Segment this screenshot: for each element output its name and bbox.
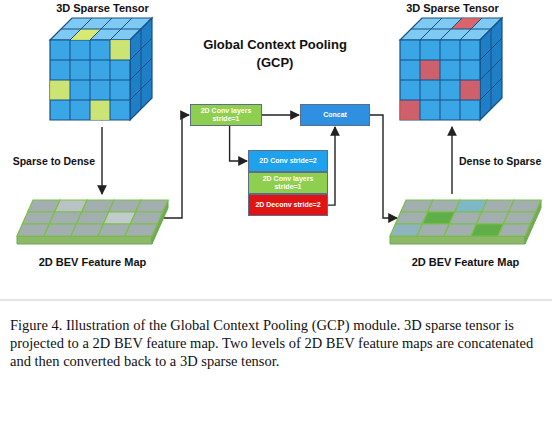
caption-rule <box>0 300 552 301</box>
bev-cell <box>509 200 541 212</box>
bev-feature-map: 2D BEV Feature Map <box>15 196 170 268</box>
figure-caption: Figure 4. Illustration of the Global Con… <box>10 316 542 370</box>
active-voxel <box>70 29 101 40</box>
layer-label: 2D Conv stride=2 <box>259 157 316 165</box>
cube-side-face <box>130 18 152 120</box>
bev-front-face <box>390 236 525 244</box>
active-voxel <box>90 100 110 120</box>
cube-side-face <box>480 18 502 120</box>
flow-arrow <box>370 115 397 218</box>
voxel-grid <box>400 18 502 120</box>
figure-label: 2D BEV Feature Map <box>15 256 170 268</box>
layer-box: 2D Conv layers stride=1 <box>248 172 328 194</box>
layer-label: 2D Deconv stride=2 <box>255 201 320 209</box>
active-voxel <box>451 18 482 29</box>
bev-cell <box>503 212 535 224</box>
bev-front-face <box>17 236 152 244</box>
bev-cell <box>130 212 162 224</box>
active-voxel <box>420 60 440 80</box>
layer-box: 2D Deconv stride=2 <box>248 194 328 216</box>
voxel-grid <box>50 18 152 120</box>
cube-front-face <box>400 40 480 120</box>
active-voxel <box>460 80 480 100</box>
layer-box: 2D Conv stride=2 <box>248 150 328 172</box>
layer-box: 2D Conv layers stride=1 <box>190 104 262 126</box>
sparse-tensor-cube: 3D Sparse Tensor <box>40 2 165 126</box>
bev-cell <box>136 200 168 212</box>
diagram-title: Global Context Pooling (GCP) <box>190 36 360 71</box>
flow-arrow <box>101 127 102 194</box>
bev-cell <box>498 224 530 236</box>
cube-illustration <box>40 14 165 124</box>
flow-arrow <box>230 126 247 161</box>
figure-label: 2D BEV Feature Map <box>388 256 543 268</box>
cube-front-face <box>50 40 130 120</box>
active-voxel <box>50 80 70 100</box>
bev-illustration <box>388 196 543 252</box>
bev-illustration <box>15 196 170 252</box>
active-voxel <box>400 100 420 120</box>
figure-label: 3D Sparse Tensor <box>40 2 165 14</box>
figure-label: 3D Sparse Tensor <box>390 2 515 14</box>
bev-feature-map: 2D BEV Feature Map <box>388 196 543 268</box>
flow-arrow <box>262 114 299 115</box>
sparse-tensor-cube: 3D Sparse Tensor <box>390 2 515 126</box>
bev-cell <box>125 224 157 236</box>
layer-box: Concat <box>300 104 370 126</box>
flow-arrow <box>451 127 452 194</box>
layer-label: 2D Conv layers stride=1 <box>194 107 258 123</box>
layer-label: Concat <box>323 111 347 119</box>
edge-label: Sparse to Dense <box>12 155 96 167</box>
edge-label: Dense to Sparse <box>458 155 542 167</box>
active-voxel <box>110 40 130 60</box>
cube-illustration <box>390 14 515 124</box>
flow-arrow <box>328 127 335 205</box>
layer-label: 2D Conv layers stride=1 <box>252 175 324 191</box>
